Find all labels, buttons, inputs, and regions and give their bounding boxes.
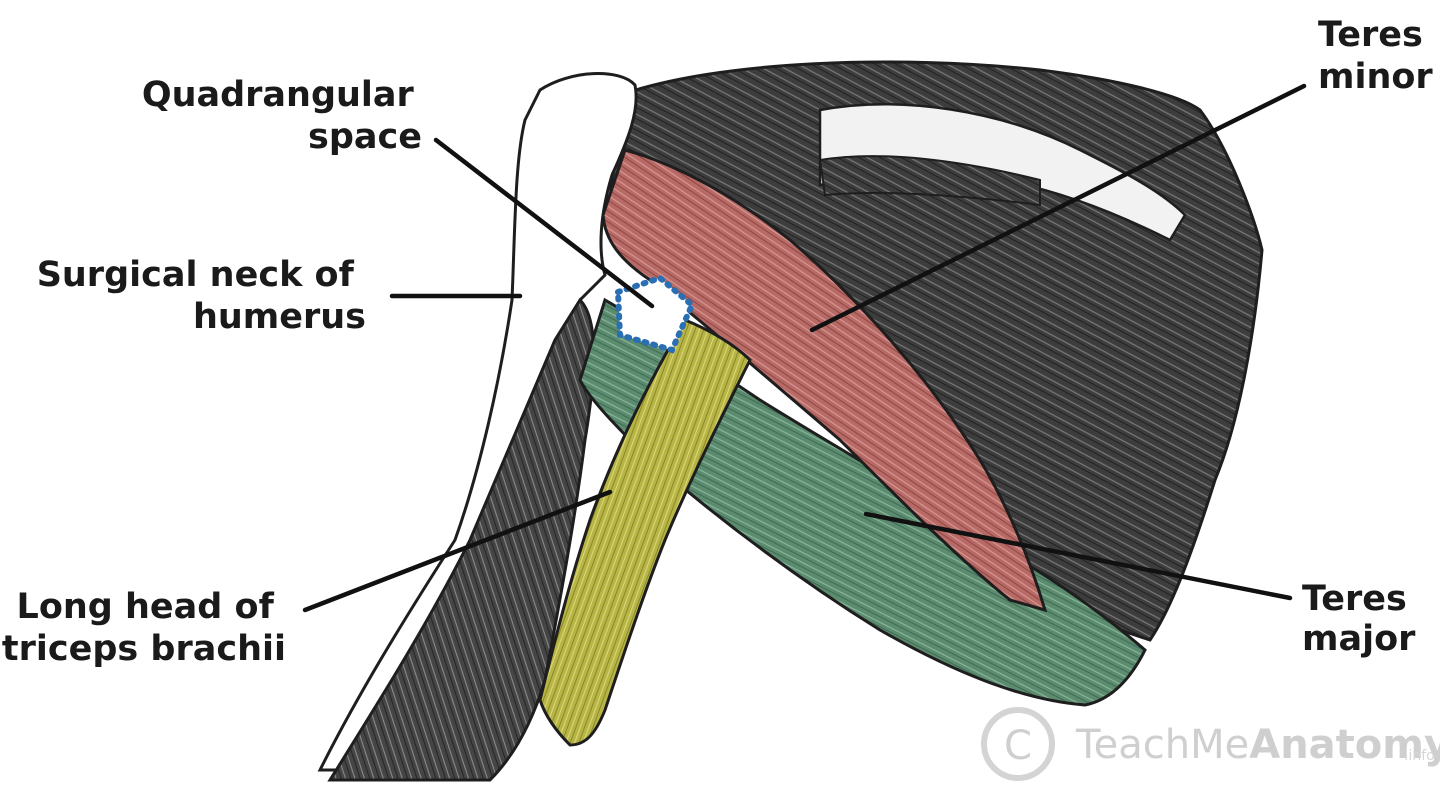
watermark-suffix: .info bbox=[1404, 748, 1435, 764]
copyright-symbol: C bbox=[1004, 723, 1032, 769]
label-surgical-neck-line2: humerus bbox=[193, 297, 366, 337]
watermark: C TeachMeAnatomy .info bbox=[981, 707, 1440, 781]
deltoid-muscle bbox=[327, 297, 596, 782]
label-teres-minor: Teres minor bbox=[1318, 15, 1435, 97]
label-surgical-neck-line1: Surgical neck of bbox=[37, 255, 355, 295]
leader-teres-major bbox=[863, 511, 1293, 601]
label-teres-major-line1: Teres bbox=[1302, 579, 1407, 619]
label-teres-major-line2: major bbox=[1302, 619, 1416, 659]
label-quadrangular-space: Quadrangular space bbox=[142, 75, 426, 157]
label-long-head-triceps-line2: triceps brachii bbox=[2, 629, 286, 669]
watermark-brand: TeachMeAnatomy bbox=[1075, 722, 1440, 768]
label-quadrangular-space-line2: space bbox=[308, 117, 422, 157]
label-long-head-triceps: Long head of triceps brachii bbox=[2, 587, 286, 669]
watermark-brand-bold: Anatomy bbox=[1249, 722, 1440, 768]
label-quadrangular-space-line1: Quadrangular bbox=[142, 75, 415, 115]
label-teres-minor-line2: minor bbox=[1318, 57, 1433, 97]
label-surgical-neck: Surgical neck of humerus bbox=[37, 255, 366, 337]
label-teres-minor-line1: Teres bbox=[1318, 15, 1423, 55]
triceps-long-head-muscle bbox=[538, 318, 752, 747]
leader-teres-minor bbox=[809, 83, 1307, 333]
spine-ridge bbox=[818, 155, 1041, 207]
leader-quadrangular-space bbox=[433, 137, 655, 309]
label-long-head-triceps-line1: Long head of bbox=[17, 587, 275, 627]
copyright-icon bbox=[981, 707, 1055, 781]
watermark-brand-light: TeachMe bbox=[1075, 722, 1249, 768]
label-teres-major: Teres major bbox=[1302, 579, 1419, 659]
leader-long-head-triceps bbox=[302, 489, 613, 613]
